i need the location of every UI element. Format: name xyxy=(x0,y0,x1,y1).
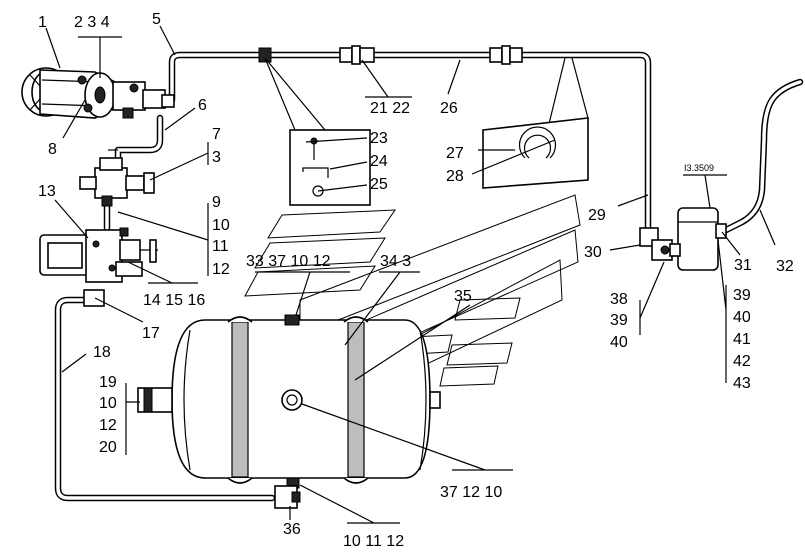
label-26: 26 xyxy=(440,100,458,117)
label-11: 11 xyxy=(212,238,229,255)
label-32: 32 xyxy=(776,258,794,275)
dryer-unit xyxy=(669,207,727,271)
label-33-37-10-12: 33 37 10 12 xyxy=(246,253,331,270)
label-9: 9 xyxy=(212,194,221,211)
label-30: 30 xyxy=(584,244,602,261)
label-10-11-12: 10 11 12 xyxy=(343,533,404,550)
tee-fitting xyxy=(79,157,155,207)
line-fittings xyxy=(258,45,523,65)
label-12b: 12 xyxy=(99,417,117,434)
label-42: 42 xyxy=(733,353,751,370)
label-24: 24 xyxy=(370,153,388,170)
label-10b: 10 xyxy=(99,395,117,412)
label-29: 29 xyxy=(588,207,606,224)
label-17: 17 xyxy=(142,325,160,342)
pipe-5 xyxy=(168,51,652,234)
label-27: 27 xyxy=(446,145,464,162)
label-38: 38 xyxy=(610,291,628,308)
reference-code: I3.3509 xyxy=(684,163,714,173)
pipe-bend-detail-box xyxy=(482,57,589,189)
label-35: 35 xyxy=(454,288,472,305)
elbow-fitting-30 xyxy=(639,227,673,261)
label-37-12-10: 37 12 10 xyxy=(440,484,502,501)
label-43: 43 xyxy=(733,375,751,392)
label-28: 28 xyxy=(446,168,464,185)
label-34-3: 34 3 xyxy=(380,253,411,270)
label-10: 10 xyxy=(212,217,230,234)
label-12: 12 xyxy=(212,261,230,278)
label-20: 20 xyxy=(99,439,117,456)
pipe-6 xyxy=(114,114,164,166)
label-21-22: 21 22 xyxy=(370,100,410,117)
label-40b: 40 xyxy=(733,309,751,326)
label-31: 31 xyxy=(734,257,752,274)
label-40: 40 xyxy=(610,334,628,351)
label-39: 39 xyxy=(610,312,628,329)
label-25: 25 xyxy=(370,176,388,193)
leader-lines xyxy=(45,25,776,524)
pressure-regulator xyxy=(39,227,158,307)
label-5: 5 xyxy=(152,11,161,28)
label-41: 41 xyxy=(733,331,751,348)
pipe-18 xyxy=(54,296,276,502)
label-14-15-16: 14 15 16 xyxy=(143,292,205,309)
label-13: 13 xyxy=(38,183,56,200)
label-23: 23 xyxy=(370,130,388,147)
clamp-detail-box xyxy=(264,57,371,206)
label-19: 19 xyxy=(99,374,117,391)
label-39b: 39 xyxy=(733,287,751,304)
label-6: 6 xyxy=(198,97,207,114)
label-18: 18 xyxy=(93,344,111,361)
label-36: 36 xyxy=(283,521,301,538)
pipe-32 xyxy=(718,78,804,236)
air-tank xyxy=(137,314,441,509)
callout-labels: 1 2 3 4 5 6 7 3 8 9 10 11 12 13 14 15 16… xyxy=(38,11,794,550)
label-7: 7 xyxy=(212,126,221,143)
compressor xyxy=(21,67,175,119)
label-3: 3 xyxy=(212,149,221,166)
label-8: 8 xyxy=(48,141,57,158)
label-1: 1 xyxy=(38,14,47,31)
label-2-3-4: 2 3 4 xyxy=(74,14,110,31)
